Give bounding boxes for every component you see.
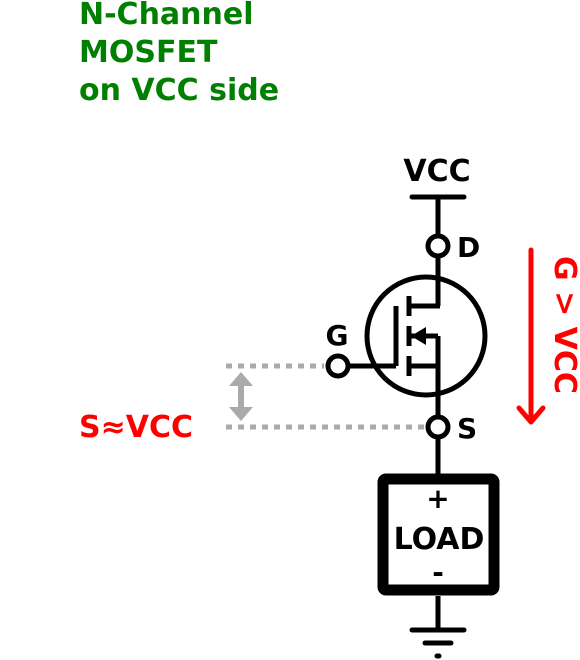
drain-terminal <box>425 233 451 259</box>
gate-label: G <box>326 319 349 352</box>
mosfet-arrow-icon <box>411 327 426 345</box>
source-voltage-note: S≈VCC <box>79 410 193 445</box>
dimension-lines <box>226 363 424 430</box>
ground-icon <box>409 627 467 659</box>
drain-label: D <box>457 231 480 264</box>
title-line-2: MOSFET <box>79 35 218 70</box>
mosfet-body <box>364 274 488 398</box>
gate-voltage-note: G > VCC <box>547 256 580 394</box>
load-label: LOAD <box>394 522 485 557</box>
gate-terminal <box>325 353 351 379</box>
load-plus-label: + <box>426 482 449 515</box>
arrow-down-icon <box>516 405 546 425</box>
title-line-3: on VCC side <box>79 73 279 108</box>
title: N-Channel MOSFET on VCC side <box>79 0 279 108</box>
vcc-label: VCC <box>403 154 470 189</box>
mosfet-icon <box>348 256 488 417</box>
title-line-1: N-Channel <box>79 0 254 32</box>
double-arrow-icon <box>229 372 253 421</box>
load-minus-label: - <box>432 556 444 589</box>
source-terminal <box>425 414 451 440</box>
load-box <box>377 473 500 596</box>
source-label: S <box>457 412 477 445</box>
